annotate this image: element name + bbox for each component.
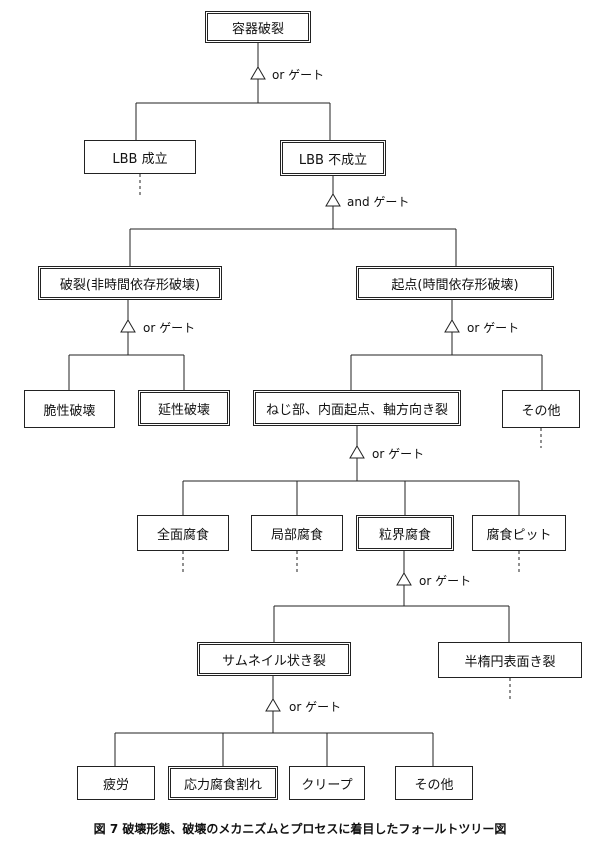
event-thumbnail-crack: サムネイル状き裂	[197, 642, 351, 676]
figure-caption: 図 7 破壊形態、破壊のメカニズムとプロセスに着目したフォールトツリー図	[93, 822, 507, 836]
gate-triangle	[444, 319, 460, 333]
gate-triangle	[396, 572, 412, 586]
event-other-mechanism: その他	[395, 766, 473, 800]
gate-label: or ゲート	[467, 321, 520, 335]
event-origin-time-dependent: 起点(時間依存形破壊)	[356, 266, 554, 300]
event-general-corrosion: 全面腐食	[137, 515, 229, 551]
event-other-origin: その他	[502, 390, 580, 428]
event-thread-axial-crack: ねじ部、内面起点、軸方向き裂	[253, 390, 461, 426]
gate-label: or ゲート	[143, 321, 196, 335]
gate-triangle	[325, 193, 341, 207]
event-lbb-fails: LBB 不成立	[280, 140, 386, 176]
gate-triangle	[120, 319, 136, 333]
event-semi-elliptical-crack: 半楕円表面き裂	[438, 642, 582, 678]
gate-label: or ゲート	[372, 447, 425, 461]
gate-triangle	[250, 66, 266, 80]
event-corrosion-pit: 腐食ピット	[472, 515, 566, 551]
event-rupture-time-independent: 破裂(非時間依存形破壊)	[38, 266, 222, 300]
event-lbb-holds: LBB 成立	[84, 140, 196, 174]
gate-label: or ゲート	[272, 68, 325, 82]
event-stress-corrosion-cracking: 応力腐食割れ	[168, 766, 278, 800]
gate-label: or ゲート	[289, 700, 342, 714]
event-vessel-rupture: 容器破裂	[205, 11, 311, 43]
gate-triangle	[349, 445, 365, 459]
event-local-corrosion: 局部腐食	[251, 515, 343, 551]
event-brittle-fracture: 脆性破壊	[24, 390, 115, 428]
gate-label: and ゲート	[347, 195, 410, 209]
gate-label: or ゲート	[419, 574, 472, 588]
event-ductile-fracture: 延性破壊	[138, 390, 230, 426]
gate-triangle	[265, 698, 281, 712]
event-intergranular-corrosion: 粒界腐食	[356, 515, 454, 551]
event-fatigue: 疲労	[77, 766, 155, 800]
event-creep: クリープ	[289, 766, 365, 800]
